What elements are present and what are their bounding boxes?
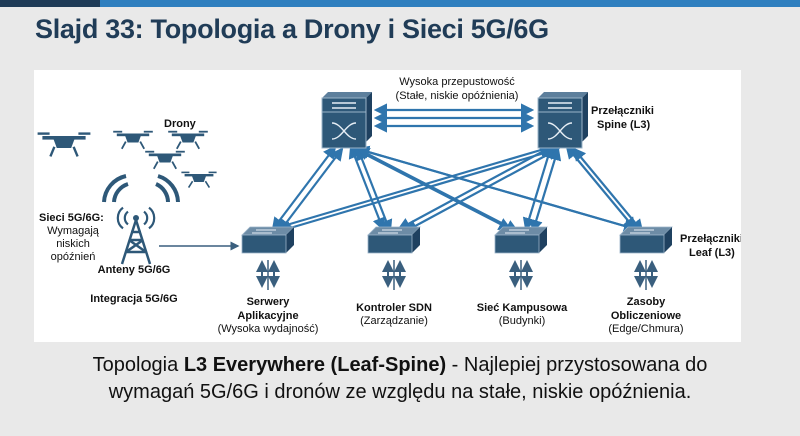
top-accent-dark bbox=[0, 0, 100, 7]
drone-icon bbox=[113, 130, 153, 150]
leaf2-note: (Zarządzanie) bbox=[360, 315, 428, 327]
caption-bold: L3 Everywhere (Leaf-Spine) bbox=[183, 354, 447, 376]
leaf1-title-2: Aplikacyjne bbox=[237, 310, 298, 322]
spine-switch-icon bbox=[321, 92, 372, 149]
leaf-switch-icon bbox=[367, 226, 421, 254]
drone-icon bbox=[168, 130, 208, 150]
links bbox=[159, 103, 658, 290]
leaf1-title-1: Serwery bbox=[247, 296, 291, 308]
spine-switch-icon bbox=[537, 92, 588, 149]
slide-title: Slajd 33: Topologia a Drony i Sieci 5G/6… bbox=[35, 14, 549, 44]
caption-line-1: Topologia L3 Everywhere (Leaf-Spine) - N… bbox=[0, 352, 800, 379]
antenna-tower-icon bbox=[116, 206, 156, 265]
link-arrow bbox=[270, 143, 554, 233]
bandwidth-label: Wysoka przepustowość bbox=[399, 76, 515, 88]
leaf-switch-icon bbox=[619, 226, 673, 254]
spine-label-2: Spine (L3) bbox=[597, 119, 651, 131]
devices bbox=[37, 92, 673, 265]
network-note-2: niskich bbox=[56, 238, 90, 250]
leaf-switch-icon bbox=[494, 226, 548, 254]
network-note-3: opóźnień bbox=[51, 251, 96, 263]
leaf1-note: (Wysoka wydajność) bbox=[218, 323, 319, 335]
integration-label: Integracja 5G/6G bbox=[90, 293, 177, 305]
link-arrow bbox=[355, 146, 393, 234]
caption-suffix: - Najlepiej przystosowana do bbox=[446, 354, 708, 376]
network-label: Sieci 5G/6G: bbox=[39, 212, 104, 224]
link-arrow bbox=[529, 146, 562, 234]
link-arrow bbox=[572, 147, 644, 233]
leaf-label-1: Przełączniki bbox=[680, 233, 741, 245]
caption-line-2: wymagań 5G/6G i dronów ze względu na sta… bbox=[108, 381, 692, 403]
network-note-1: Wymagają bbox=[47, 225, 100, 237]
top-accent-bar bbox=[0, 0, 800, 7]
diagram-canvas: Drony Wysoka przepustowość (Stałe, niski… bbox=[37, 76, 743, 335]
leaf-label-2: Leaf (L3) bbox=[689, 247, 735, 259]
leaf4-note: (Edge/Chmura) bbox=[608, 323, 683, 335]
link-arrow bbox=[404, 147, 560, 233]
topology-diagram: Drony Wysoka przepustowość (Stałe, niski… bbox=[34, 70, 743, 342]
caption-prefix: Topologia bbox=[92, 354, 184, 376]
antenna-label: Anteny 5G/6G bbox=[98, 264, 171, 276]
bandwidth-note: (Stałe, niskie opóźnienia) bbox=[396, 90, 519, 102]
link-arrow bbox=[356, 147, 519, 233]
slide-caption: Topologia L3 Everywhere (Leaf-Spine) - N… bbox=[0, 352, 800, 406]
leaf3-title: Sieć Kampusowa bbox=[477, 302, 568, 314]
leaf2-title: Kontroler SDN bbox=[356, 302, 432, 314]
leaf4-title-2: Obliczeniowe bbox=[611, 310, 681, 322]
drone-icon bbox=[37, 132, 91, 157]
spine-label-1: Przełączniki bbox=[591, 105, 654, 117]
link-arrow bbox=[397, 145, 553, 231]
leaf4-title-1: Zasoby bbox=[627, 296, 666, 308]
leaf-switch-icon bbox=[241, 226, 295, 254]
drone-icon bbox=[181, 171, 217, 189]
drones-label: Drony bbox=[164, 118, 197, 130]
signal-waves-icon bbox=[102, 174, 180, 203]
drone-icon bbox=[145, 150, 185, 170]
link-arrow bbox=[565, 145, 637, 231]
leaf3-note: (Budynki) bbox=[499, 315, 545, 327]
